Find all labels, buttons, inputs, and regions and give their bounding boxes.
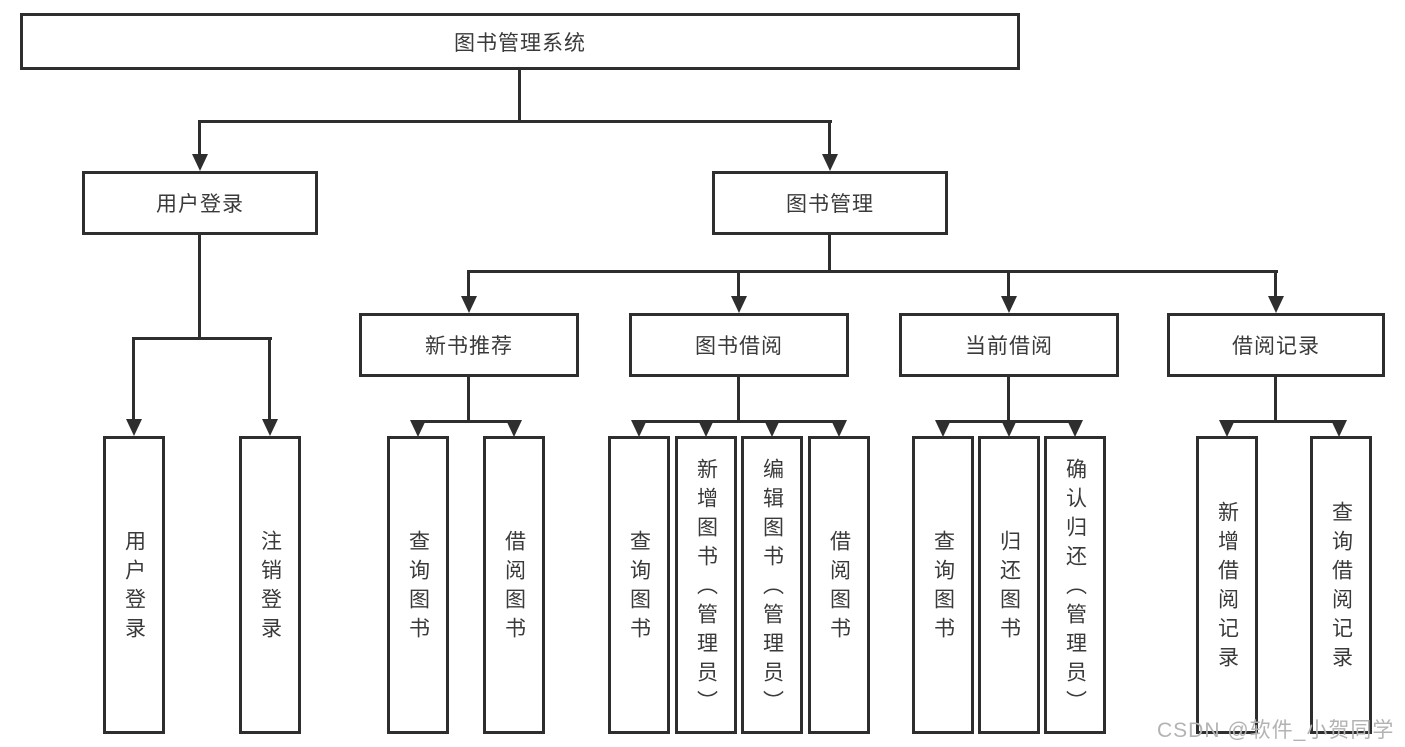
node-leaf-edit-book-admin: 编辑图书（管理员） bbox=[741, 436, 803, 734]
arrowhead-icon bbox=[831, 420, 847, 437]
connector-line bbox=[198, 235, 201, 337]
arrowhead-icon bbox=[1067, 420, 1083, 437]
node-leaf-add-book-admin: 新增图书（管理员） bbox=[675, 436, 737, 734]
arrowhead-icon bbox=[698, 420, 714, 437]
arrowhead-icon bbox=[822, 154, 838, 171]
connector-line bbox=[1225, 420, 1341, 423]
node-leaf-logout: 注销登录 bbox=[239, 436, 301, 734]
arrowhead-icon bbox=[1001, 420, 1017, 437]
connector-line bbox=[828, 120, 831, 156]
arrowhead-icon bbox=[935, 420, 951, 437]
node-leaf-query-books-borrowing: 查询图书 bbox=[608, 436, 670, 734]
arrowhead-icon bbox=[1331, 420, 1347, 437]
arrowhead-icon bbox=[1219, 420, 1235, 437]
node-leaf-add-borrow-record: 新增借阅记录 bbox=[1196, 436, 1258, 734]
connector-line bbox=[518, 70, 521, 120]
connector-line bbox=[467, 270, 1278, 273]
arrowhead-icon bbox=[764, 420, 780, 437]
connector-line bbox=[198, 120, 832, 123]
node-leaf-query-books-recommend: 查询图书 bbox=[387, 436, 449, 734]
arrowhead-icon bbox=[1268, 296, 1284, 313]
node-leaf-return-books: 归还图书 bbox=[978, 436, 1040, 734]
node-leaf-query-books-current: 查询图书 bbox=[912, 436, 974, 734]
node-library-system: 图书管理系统 bbox=[20, 13, 1020, 70]
node-book-borrowing: 图书借阅 bbox=[629, 313, 849, 377]
arrowhead-icon bbox=[192, 154, 208, 171]
node-user-login: 用户登录 bbox=[82, 171, 318, 235]
arrowhead-icon bbox=[631, 420, 647, 437]
node-current-borrowing: 当前借阅 bbox=[899, 313, 1119, 377]
node-new-book-recommend: 新书推荐 bbox=[359, 313, 579, 377]
connector-line bbox=[1274, 270, 1277, 298]
connector-line bbox=[1007, 377, 1010, 420]
arrowhead-icon bbox=[126, 419, 142, 436]
connector-line bbox=[737, 377, 740, 420]
connector-line bbox=[132, 337, 135, 420]
node-leaf-confirm-return-admin: 确认归还（管理员） bbox=[1044, 436, 1106, 734]
node-leaf-borrow-books-recommend: 借阅图书 bbox=[483, 436, 545, 734]
arrowhead-icon bbox=[461, 296, 477, 313]
node-leaf-user-login: 用户登录 bbox=[103, 436, 165, 734]
arrowhead-icon bbox=[410, 420, 426, 437]
node-leaf-query-borrow-record: 查询借阅记录 bbox=[1310, 436, 1372, 734]
connector-line bbox=[737, 270, 740, 298]
connector-line bbox=[1007, 270, 1010, 298]
node-borrowing-records: 借阅记录 bbox=[1167, 313, 1385, 377]
connector-line bbox=[828, 235, 831, 270]
csdn-watermark: CSDN @软件_小贺同学 bbox=[1157, 719, 1395, 742]
arrowhead-icon bbox=[731, 296, 747, 313]
arrowhead-icon bbox=[1001, 296, 1017, 313]
node-book-management: 图书管理 bbox=[712, 171, 948, 235]
connector-line bbox=[637, 420, 841, 423]
connector-line bbox=[467, 377, 470, 420]
arrowhead-icon bbox=[506, 420, 522, 437]
connector-line bbox=[268, 337, 271, 420]
connector-line bbox=[467, 270, 470, 298]
arrowhead-icon bbox=[262, 419, 278, 436]
node-leaf-borrow-books: 借阅图书 bbox=[808, 436, 870, 734]
connector-line bbox=[1274, 377, 1277, 420]
connector-line bbox=[198, 120, 201, 156]
connector-line bbox=[416, 420, 517, 423]
connector-line bbox=[132, 337, 272, 340]
